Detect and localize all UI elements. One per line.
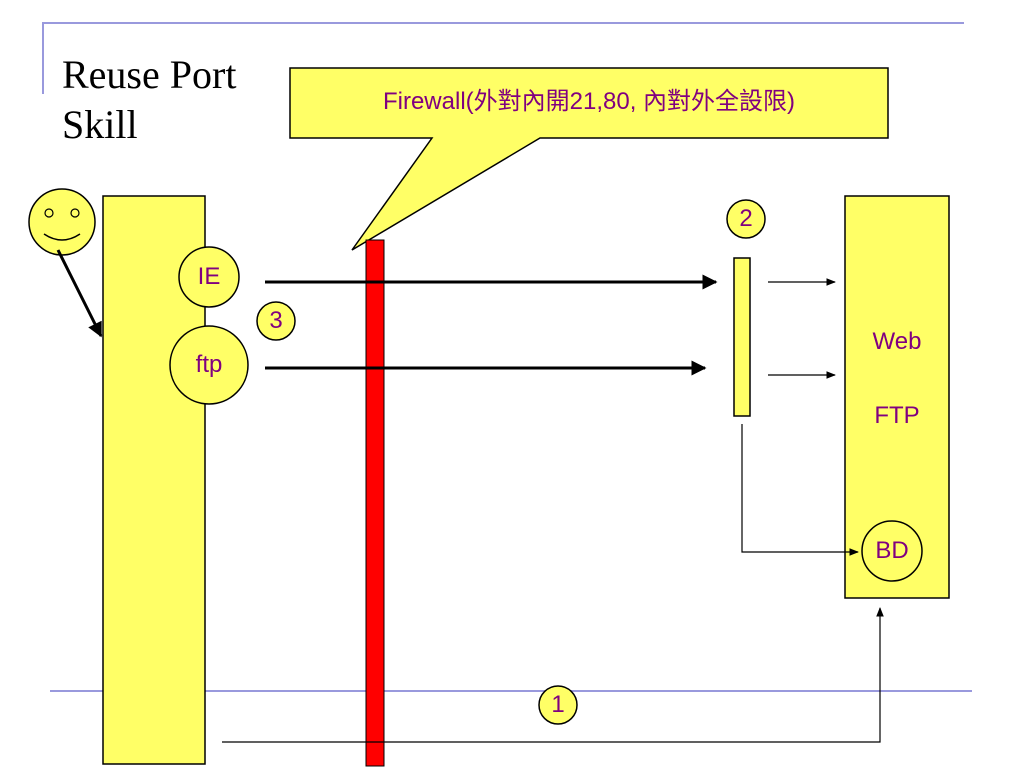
ie-circle [178, 246, 240, 308]
firewall-bar [365, 239, 385, 767]
relay-box [733, 257, 751, 417]
slide-title: Reuse Port Skill [62, 52, 237, 147]
step-1-circle [538, 685, 578, 725]
bd-label: BD [875, 537, 909, 564]
step-2-label: 2 [739, 205, 753, 232]
ftp-label: ftp [195, 351, 223, 378]
user-to-client-arrow [56, 249, 103, 338]
firewall-note: Firewall(外對內開21,80, 內對外全設限) [382, 88, 796, 115]
step-2-circle [726, 199, 766, 239]
bottom-rule [50, 690, 972, 692]
step-1-label: 1 [551, 691, 565, 718]
ftp-circle [169, 325, 249, 405]
client-to-server-step1-arrow [222, 607, 884, 743]
server-web-label: Web [872, 328, 922, 355]
ie-label: IE [197, 263, 221, 290]
user-smiley-icon [28, 188, 96, 256]
step-3-circle [256, 301, 296, 341]
relay-to-bd-arrow [741, 424, 859, 556]
server-ftp-label: FTP [874, 402, 920, 429]
firewall-callout [289, 67, 889, 251]
left-rule [42, 22, 44, 94]
bd-circle [861, 520, 923, 582]
step-3-label: 3 [269, 307, 283, 334]
top-rule [42, 22, 964, 24]
